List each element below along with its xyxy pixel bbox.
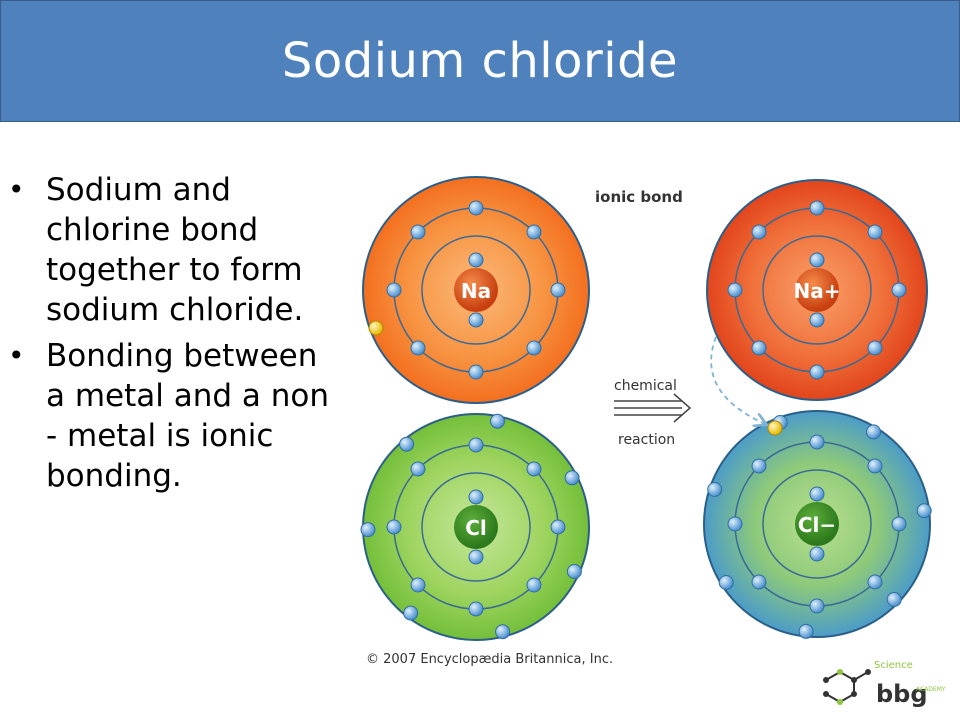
electron bbox=[867, 224, 883, 240]
ionic-bond-diagram: Na Cl Na+ Cl− bbox=[360, 172, 940, 672]
electron bbox=[891, 516, 907, 532]
electron-transfer-arrow bbox=[710, 336, 765, 424]
diagram-svg: Na Cl Na+ Cl− bbox=[360, 176, 932, 667]
sodium-atom: Na bbox=[362, 176, 590, 404]
electron bbox=[468, 252, 484, 268]
electron bbox=[727, 516, 743, 532]
electron bbox=[891, 282, 907, 298]
chlorine-electrons bbox=[360, 413, 582, 640]
electron bbox=[468, 601, 484, 617]
electron bbox=[751, 458, 767, 474]
sodium-symbol: Na bbox=[461, 279, 491, 303]
electron bbox=[550, 519, 566, 535]
electron bbox=[403, 605, 419, 621]
electron bbox=[526, 461, 542, 477]
electron bbox=[707, 482, 723, 497]
electron bbox=[809, 200, 825, 216]
electron bbox=[566, 564, 582, 579]
electron bbox=[809, 312, 825, 328]
bullet-item: • Sodium and chlorine bond together to f… bbox=[0, 170, 330, 330]
chloride-ion: Cl− bbox=[703, 410, 932, 639]
molecule-icon bbox=[823, 669, 871, 705]
electron bbox=[916, 503, 932, 519]
electron bbox=[550, 282, 566, 298]
chlorine-symbol: Cl bbox=[465, 516, 487, 540]
sodium-electrons bbox=[386, 200, 566, 380]
ionic-bond-label: ionic bond bbox=[595, 188, 683, 206]
electron bbox=[360, 522, 376, 538]
bbg-academy-logo: Science bbg ACADEMY bbox=[818, 658, 948, 714]
electron bbox=[410, 577, 426, 593]
electron bbox=[410, 461, 426, 477]
electron bbox=[809, 486, 825, 502]
electron bbox=[526, 577, 542, 593]
slide-title: Sodium chloride bbox=[281, 33, 679, 89]
bullet-dot-icon: • bbox=[8, 339, 25, 372]
electron bbox=[526, 340, 542, 356]
electron bbox=[468, 489, 484, 505]
chloride-ion-electrons bbox=[707, 415, 932, 639]
electron bbox=[468, 312, 484, 328]
electron bbox=[564, 470, 580, 486]
electron bbox=[867, 574, 883, 590]
logo-text: bbg bbox=[876, 680, 928, 708]
electron bbox=[809, 434, 825, 450]
electron bbox=[798, 623, 814, 639]
electron bbox=[727, 282, 743, 298]
electron bbox=[495, 624, 511, 640]
electron bbox=[410, 340, 426, 356]
logo-svg: Science bbg ACADEMY bbox=[823, 660, 946, 708]
sodium-ion-symbol: Na+ bbox=[794, 279, 841, 303]
electron bbox=[468, 437, 484, 453]
electron bbox=[718, 575, 734, 590]
electron bbox=[751, 224, 767, 240]
electron bbox=[468, 549, 484, 565]
sodium-ion: Na+ bbox=[706, 179, 928, 401]
reaction-label-1: chemical bbox=[614, 378, 677, 394]
transferred-electron bbox=[767, 420, 783, 436]
electron bbox=[809, 546, 825, 562]
chloride-ion-symbol: Cl− bbox=[798, 513, 836, 537]
electron bbox=[399, 436, 415, 452]
reaction-arrow bbox=[614, 393, 692, 423]
electron bbox=[867, 340, 883, 356]
electron bbox=[468, 364, 484, 380]
electron bbox=[809, 252, 825, 268]
electron bbox=[809, 598, 825, 614]
chlorine-atom: Cl bbox=[360, 413, 590, 641]
electron bbox=[386, 282, 402, 298]
electron bbox=[866, 424, 881, 440]
valence-electron bbox=[368, 320, 384, 336]
electron bbox=[490, 413, 505, 429]
electron bbox=[410, 224, 426, 240]
bullet-text: Sodium and chlorine bond together to for… bbox=[46, 172, 304, 328]
electron bbox=[468, 200, 484, 216]
electron bbox=[526, 224, 542, 240]
title-bar: Sodium chloride bbox=[0, 0, 960, 122]
copyright-text: © 2007 Encyclopædia Britannica, Inc. bbox=[366, 652, 613, 667]
logo-subtext: ACADEMY bbox=[916, 686, 946, 693]
electron bbox=[751, 574, 767, 590]
electron bbox=[751, 340, 767, 356]
electron bbox=[809, 364, 825, 380]
electron bbox=[386, 519, 402, 535]
electron bbox=[867, 458, 883, 474]
bullet-list: • Sodium and chlorine bond together to f… bbox=[0, 170, 330, 502]
electron bbox=[886, 592, 902, 607]
sodium-ion-electrons bbox=[727, 200, 907, 380]
bullet-text: Bonding between a metal and a non - meta… bbox=[46, 338, 330, 494]
bullet-dot-icon: • bbox=[8, 173, 25, 206]
logo-top-text: Science bbox=[874, 660, 913, 671]
reaction-label-2: reaction bbox=[618, 432, 675, 448]
bullet-item: • Bonding between a metal and a non - me… bbox=[0, 336, 330, 496]
